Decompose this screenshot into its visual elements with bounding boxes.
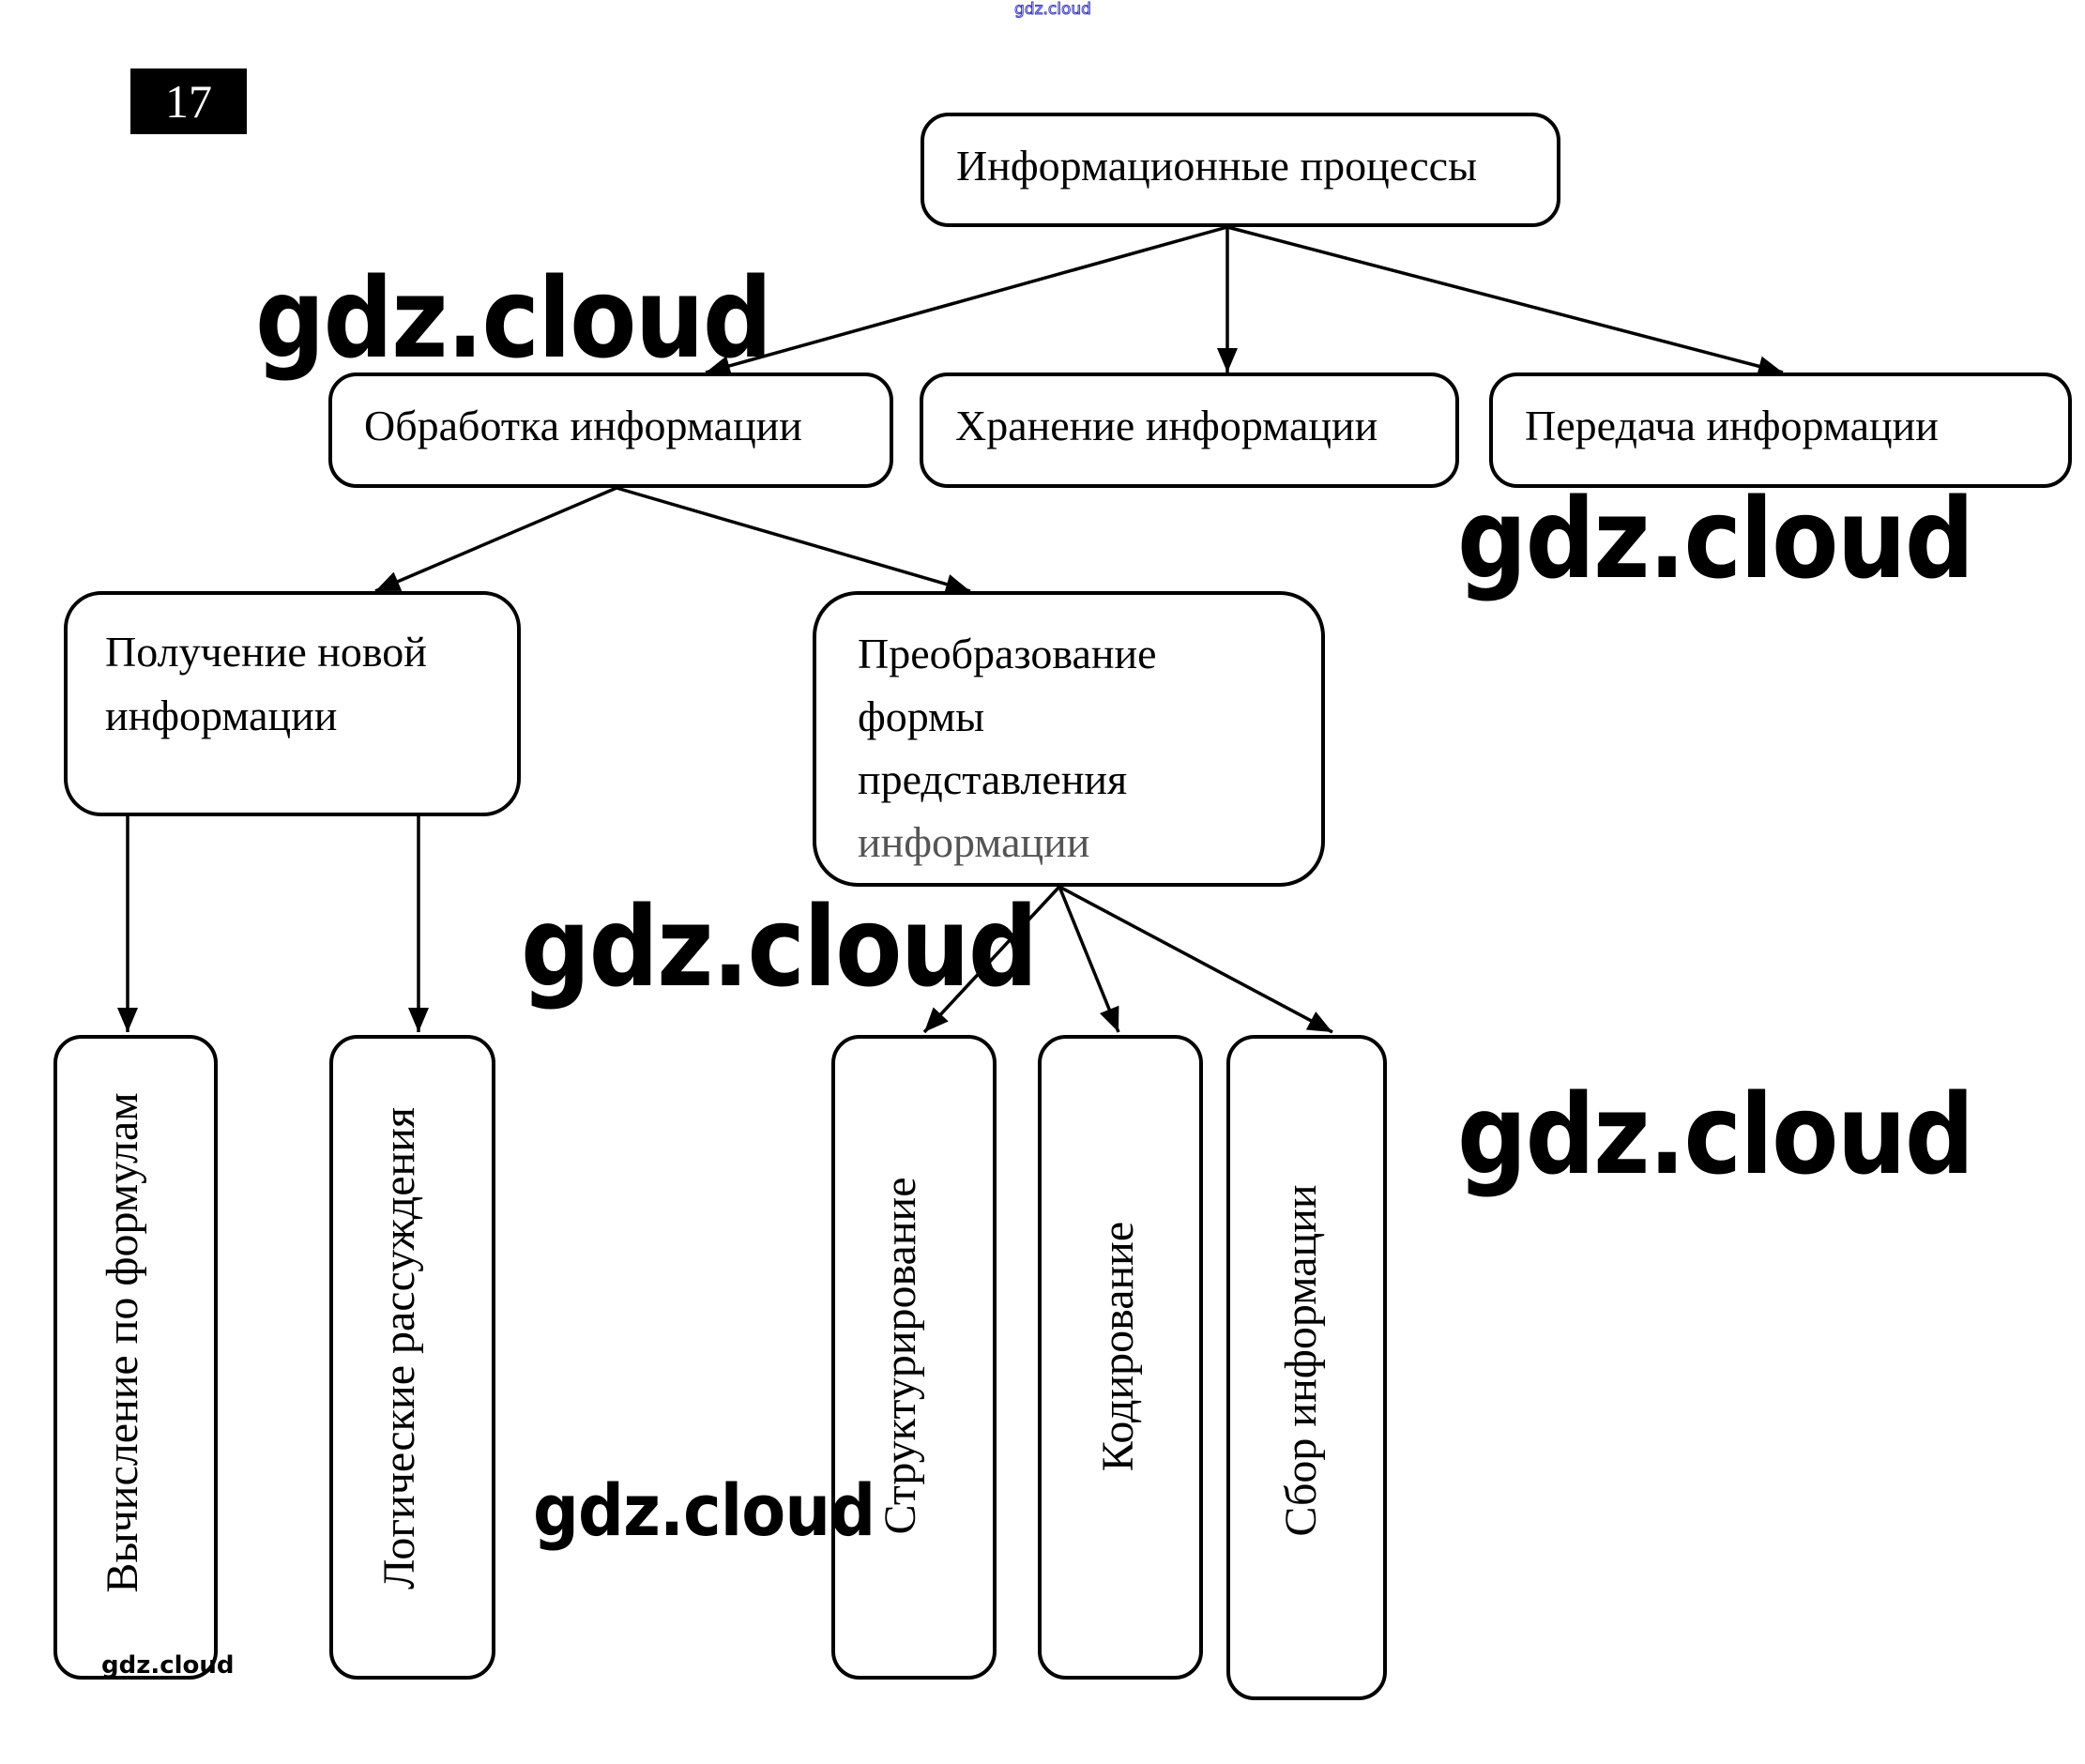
watermark: gdz.cloud <box>1457 474 1974 603</box>
node-transform-line-1: Преобразование <box>858 630 1157 677</box>
watermark: gdz.cloud <box>101 1651 235 1680</box>
watermark-top: gdz.cloud <box>1014 0 1092 20</box>
arrowhead-icon <box>1217 348 1238 373</box>
node-transmission-label: Передача информации <box>1525 402 1939 449</box>
node-collecting: Сбор информации <box>1226 1035 1387 1700</box>
node-transform: Преобразование формы представления инфор… <box>813 591 1325 887</box>
node-structuring-label: Структурирование <box>875 1176 926 1535</box>
node-logic: Логические рассуждения <box>329 1035 495 1680</box>
watermark: gdz.cloud <box>1457 1070 1974 1199</box>
node-transmission: Передача информации <box>1489 373 2072 488</box>
node-processing: Обработка информации <box>328 373 893 488</box>
node-logic-label: Логические рассуждения <box>373 1106 424 1589</box>
arrow-transform-to-structuring <box>922 885 1061 1034</box>
node-structuring: Структурирование <box>831 1035 997 1680</box>
arrowhead-icon <box>706 356 732 376</box>
arrowhead-icon <box>408 1008 429 1032</box>
task-number-badge: 17 <box>130 68 247 134</box>
arrowhead-icon <box>924 1007 949 1032</box>
arrow-transform-to-collecting <box>1058 885 1333 1034</box>
node-processing-label: Обработка информации <box>364 402 802 449</box>
node-coding: Кодирование <box>1038 1035 1203 1680</box>
arrowhead-icon <box>943 574 970 595</box>
arrowhead-icon <box>375 571 403 591</box>
arrowhead-icon <box>1305 1011 1332 1032</box>
node-formulas-label: Вычисление по формулам <box>97 1091 147 1593</box>
arrowhead-icon <box>1100 1005 1119 1032</box>
arrowhead-icon <box>1757 356 1783 377</box>
node-transform-line-4: информации <box>858 818 1090 866</box>
node-new-info-line-1: Получение новой <box>105 628 427 676</box>
node-coding-label: Кодирование <box>1093 1221 1144 1471</box>
watermark: gdz.cloud <box>255 253 772 383</box>
node-transform-line-3: представления <box>858 755 1128 803</box>
watermark: gdz.cloud <box>533 1468 875 1552</box>
node-storage-label: Хранение информации <box>955 402 1378 449</box>
watermark: gdz.cloud <box>521 882 1038 1011</box>
node-transform-line-2: формы <box>858 692 985 740</box>
node-root: Информационные процессы <box>921 113 1560 227</box>
arrow-processing-to-transform <box>616 486 971 593</box>
node-root-label: Информационные процессы <box>956 142 1477 190</box>
arrowhead-icon <box>117 1008 138 1032</box>
arrow-root-to-processing <box>705 225 1228 374</box>
node-collecting-label: Сбор информации <box>1275 1183 1326 1537</box>
arrow-root-to-transmission <box>1226 225 1784 374</box>
arrow-processing-to-new-info <box>374 486 617 593</box>
arrow-transform-to-coding <box>1058 886 1120 1033</box>
node-new-info: Получение новой информации <box>64 591 521 816</box>
node-new-info-line-2: информации <box>105 692 338 739</box>
node-storage: Хранение информации <box>920 373 1459 488</box>
node-formulas: Вычисление по формулам <box>53 1035 218 1680</box>
